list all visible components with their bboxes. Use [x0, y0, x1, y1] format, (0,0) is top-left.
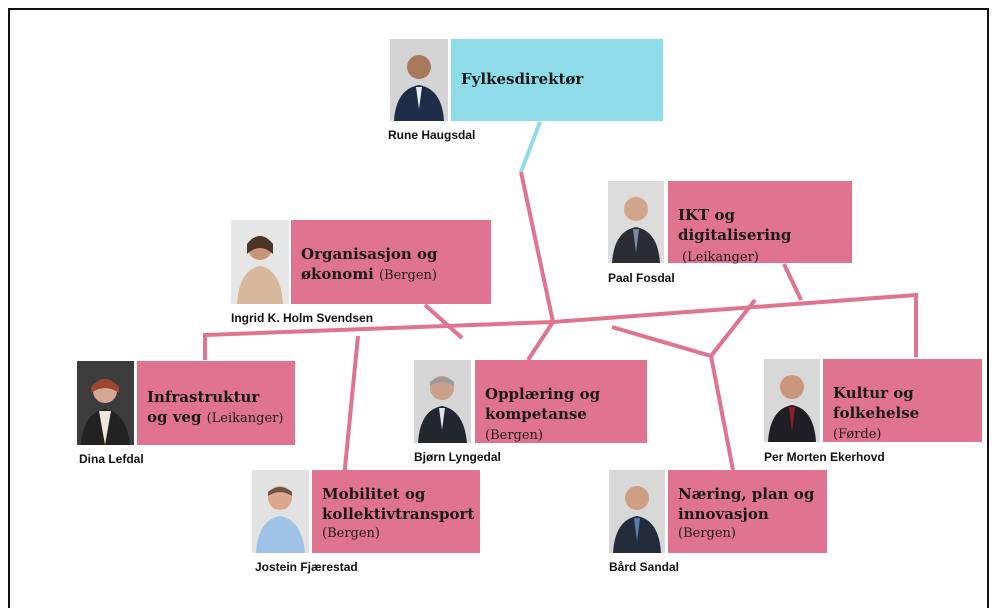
- unit-photo-infrastruktur: [77, 361, 134, 445]
- unit-location-opplaering: (Bergen): [485, 428, 543, 443]
- main-trunk: [519, 171, 556, 362]
- person-silhouette-icon: [231, 220, 289, 304]
- unit-photo-mobilitet: [252, 470, 309, 553]
- organisasjon-connector: [423, 303, 464, 340]
- unit-photo-opplaering: [414, 360, 471, 443]
- person-silhouette-icon: [764, 359, 820, 442]
- director-box: Fylkesdirektør: [451, 39, 663, 121]
- unit-photo-organisasjon: [231, 220, 289, 304]
- unit-location-naering: (Bergen): [678, 526, 736, 541]
- unit-person-opplaering: Bjørn Lyngedal: [414, 450, 501, 464]
- unit-photo-kultur: [764, 359, 820, 442]
- unit-person-ikt: Paal Fosdal: [608, 271, 675, 285]
- person-silhouette-icon: [609, 470, 665, 553]
- unit-person-kultur: Per Morten Ekerhovd: [764, 450, 885, 464]
- unit-person-mobilitet: Jostein Fjærestad: [255, 560, 358, 574]
- unit-title-ikt: IKT og digitalisering: [678, 206, 792, 244]
- unit-box-organisasjon: Organisasjon og økonomi (Bergen): [291, 220, 491, 304]
- person-silhouette-icon: [77, 361, 134, 445]
- director-title: Fylkesdirektør: [461, 70, 584, 88]
- person-silhouette-icon: [252, 470, 309, 553]
- unit-box-mobilitet: Mobilitet og kollektivtransport (Bergen): [312, 470, 480, 553]
- unit-person-naering: Bård Sandal: [609, 560, 680, 574]
- unit-box-naering: Næring, plan og innovasjon (Bergen): [668, 470, 827, 553]
- unit-box-opplaering: Opplæring og kompetanse (Bergen): [475, 360, 647, 443]
- director-name: Rune Haugsdal: [388, 128, 476, 142]
- person-silhouette-icon: [608, 181, 664, 263]
- horizontal-branch: [203, 292, 918, 360]
- unit-title-naering: Næring, plan og innovasjon: [678, 485, 815, 523]
- kultur-split-connector: [709, 298, 757, 358]
- unit-title-organisasjon: Organisasjon og økonomi: [301, 245, 438, 283]
- director-connector: [519, 121, 542, 173]
- unit-person-infrastruktur: Dina Lefdal: [79, 452, 144, 466]
- unit-location-ikt: (Leikanger): [682, 250, 759, 265]
- unit-box-infrastruktur: Infrastruktur og veg (Leikanger): [137, 361, 295, 445]
- unit-person-organisasjon: Ingrid K. Holm Svendsen: [231, 311, 374, 325]
- unit-box-kultur: Kultur og folkehelse (Førde): [823, 359, 982, 442]
- unit-photo-naering: [609, 470, 665, 553]
- ikt-connector: [782, 263, 803, 301]
- unit-box-ikt: IKT og digitalisering (Leikanger): [668, 181, 852, 265]
- unit-title-opplaering: Opplæring og kompetanse: [485, 385, 601, 423]
- mobilitet-connector: [341, 335, 360, 489]
- unit-title-infrastruktur: Infrastruktur og veg: [147, 388, 260, 426]
- person-silhouette-icon: [414, 360, 471, 443]
- person-silhouette-icon: [390, 39, 448, 121]
- unit-location-mobilitet: (Bergen): [322, 526, 380, 541]
- unit-title-mobilitet: Mobilitet og kollektivtransport: [322, 485, 475, 523]
- unit-location-organisasjon: (Bergen): [378, 268, 437, 283]
- unit-location-infrastruktur: (Leikanger): [206, 411, 284, 426]
- unit-photo-ikt: [608, 181, 664, 263]
- director-photo: [390, 39, 448, 121]
- unit-location-kultur: (Førde): [833, 427, 882, 442]
- diagram-frame: [8, 8, 989, 608]
- unit-title-kultur: Kultur og folkehelse: [833, 384, 920, 422]
